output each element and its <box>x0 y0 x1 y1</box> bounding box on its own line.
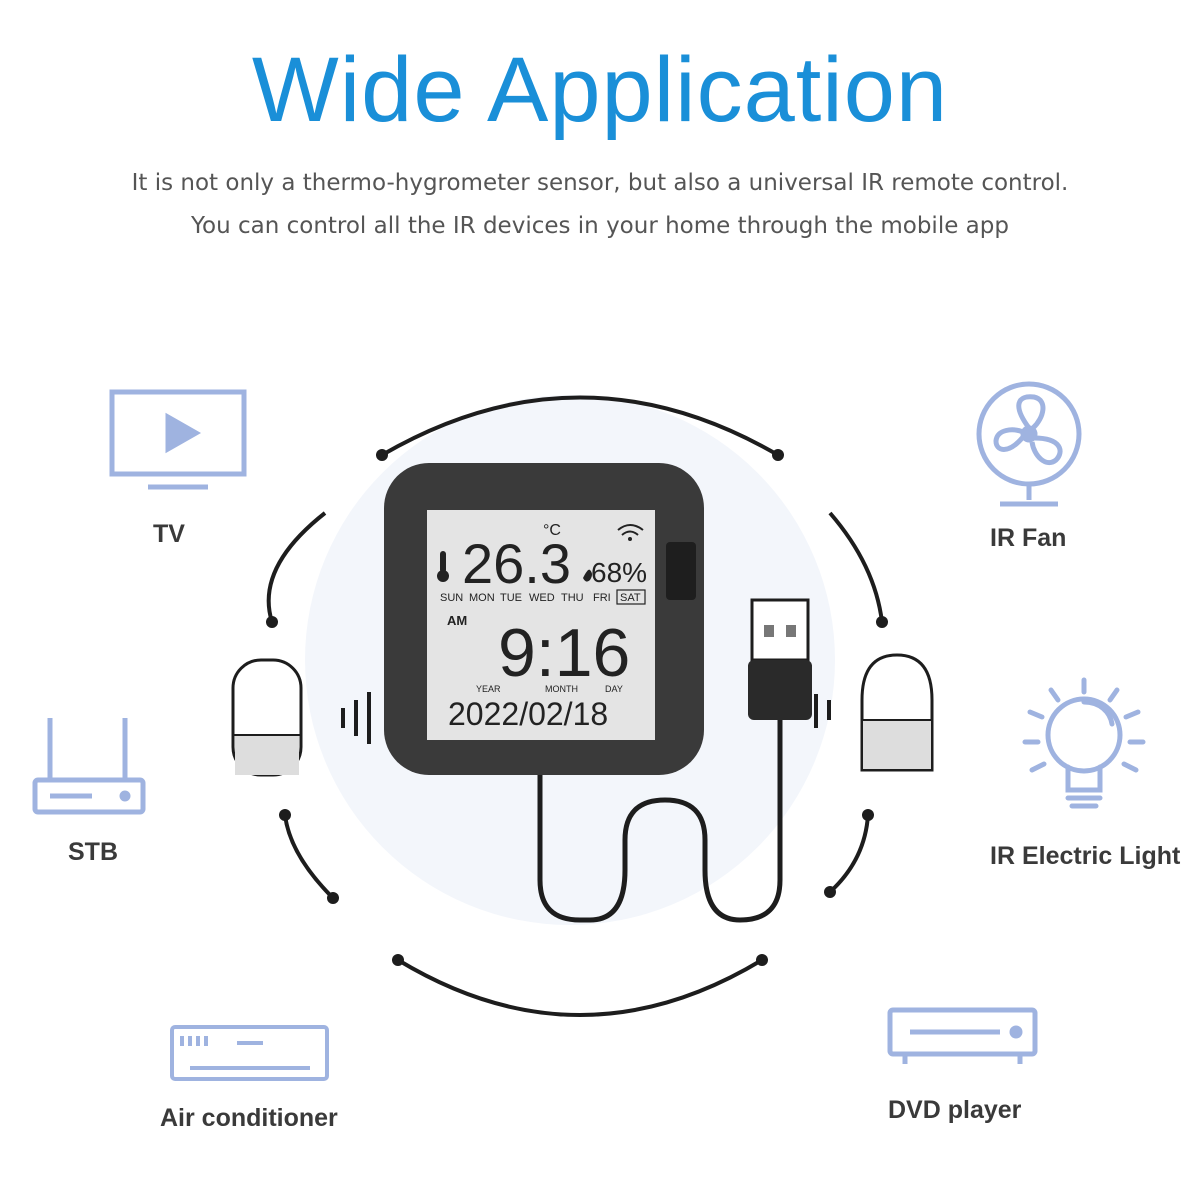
air-conditioner-icon <box>170 1025 329 1081</box>
page-title: Wide Application <box>251 39 949 141</box>
tv-label: TV <box>153 520 185 548</box>
usb-cable <box>537 715 783 923</box>
orbit-arcs <box>266 395 884 1017</box>
weekday-row: SUN MON TUE WED THU FRI SAT <box>440 589 646 605</box>
weekday-wed: WED <box>529 592 555 604</box>
tv-icon <box>109 389 247 490</box>
stb-label: STB <box>68 838 118 866</box>
date-labels: YEAR MONTH DAY <box>476 684 623 694</box>
weekday-thu: THU <box>561 592 584 604</box>
weekday-mon: MON <box>469 592 495 604</box>
weekday-sat: SAT <box>620 592 641 604</box>
subtitle-line-2: You can control all the IR devices in yo… <box>191 213 1009 239</box>
air-conditioner-label: Air conditioner <box>160 1104 338 1132</box>
right-speaker-icon <box>860 653 934 772</box>
humidity-value: 68% <box>591 557 647 588</box>
lcd-screen <box>427 510 655 740</box>
usb-plug <box>748 598 812 720</box>
date-label-month: MONTH <box>545 684 578 694</box>
dvd-player-icon <box>887 1007 1038 1064</box>
left-sound-waves-icon <box>341 692 371 744</box>
stb-icon <box>32 718 146 815</box>
subtitle-line-1: It is not only a thermo-hygrometer senso… <box>131 170 1069 196</box>
fan-icon <box>976 381 1082 507</box>
weekday-fri: FRI <box>593 592 611 604</box>
weekday-sun: SUN <box>440 592 463 604</box>
sensor-side-button <box>666 542 696 600</box>
weekday-tue: TUE <box>500 592 522 604</box>
left-speaker-icon <box>231 658 303 777</box>
orbit-dots <box>266 449 888 966</box>
date-value: 2022/02/18 <box>448 696 608 732</box>
lcd-icons <box>437 524 644 582</box>
ir-fan-label: IR Fan <box>990 524 1067 552</box>
dvd-player-label: DVD player <box>888 1096 1022 1124</box>
temperature-unit: °C <box>543 522 561 539</box>
ampm-indicator: AM <box>447 613 467 628</box>
right-sound-waves-icon <box>814 694 831 728</box>
temperature-value: 26.3 <box>462 532 571 595</box>
date-label-day: DAY <box>605 684 623 694</box>
date-label-year: YEAR <box>476 684 501 694</box>
time-value: 9:16 <box>498 615 630 691</box>
ir-light-label: IR Electric Light <box>990 842 1181 870</box>
light-bulb-icon <box>1022 677 1146 809</box>
